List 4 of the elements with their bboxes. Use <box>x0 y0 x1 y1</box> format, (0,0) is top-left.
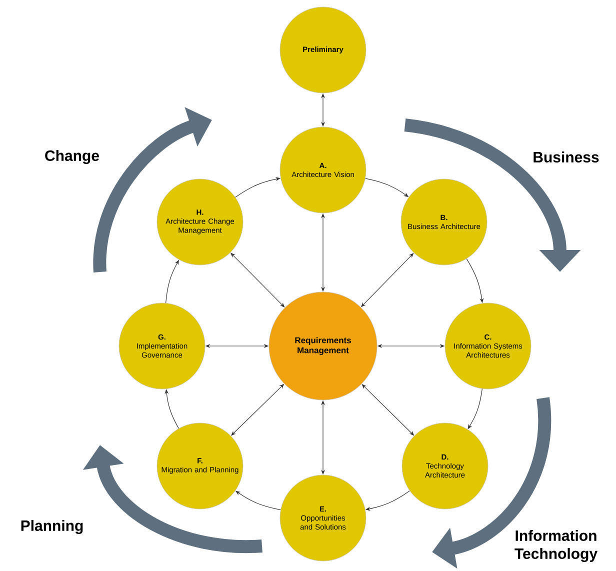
phase-group-label: Planning <box>21 520 83 534</box>
phase-group-label: Change <box>45 150 99 164</box>
phase-group-label: Information Technology <box>514 530 598 562</box>
phase-group-label: Business <box>534 152 599 162</box>
